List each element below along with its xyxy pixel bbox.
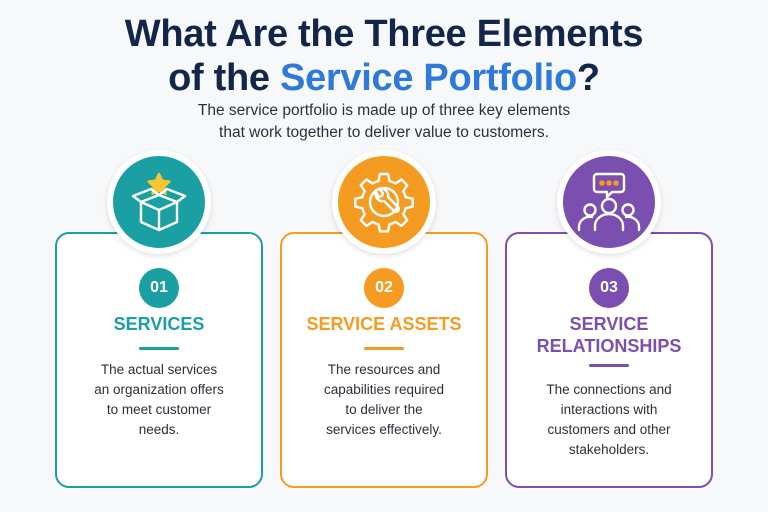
desc-line: The actual services bbox=[100, 362, 218, 377]
people-chat-icon bbox=[557, 150, 661, 254]
subtitle: The service portfolio is made up of thre… bbox=[0, 100, 768, 144]
card-heading-service-relationships: SERVICE RELATIONSHIPS bbox=[494, 313, 724, 357]
card-number-02: 02 bbox=[364, 268, 404, 308]
desc-line: to deliver the bbox=[345, 402, 423, 417]
card-heading-line-2: RELATIONSHIPS bbox=[536, 336, 682, 356]
desc-line: services effectively. bbox=[326, 422, 442, 437]
card-heading-services: SERVICES bbox=[44, 313, 274, 335]
title-line-2: of the Service Portfolio? bbox=[0, 56, 768, 100]
desc-line: stakeholders. bbox=[568, 442, 650, 457]
card-number-01: 01 bbox=[139, 268, 179, 308]
desc-line: an organization offers bbox=[94, 382, 224, 397]
card-divider bbox=[364, 347, 404, 350]
card-divider bbox=[589, 364, 629, 367]
title-line-1: What Are the Three Elements bbox=[124, 13, 644, 55]
gear-wrench-icon bbox=[332, 150, 436, 254]
title-accent: Service Portfolio bbox=[280, 57, 577, 99]
card-description-service-relationships: The connections and interactions with cu… bbox=[519, 380, 699, 460]
card-heading-line-1: SERVICE ASSETS bbox=[306, 314, 462, 334]
card-heading-line-1: SERVICES bbox=[113, 314, 205, 334]
open-box-star-icon bbox=[107, 150, 211, 254]
card-number-03: 03 bbox=[589, 268, 629, 308]
card-heading-line-1: SERVICE bbox=[569, 314, 649, 334]
card-description-services: The actual services an organization offe… bbox=[69, 360, 249, 440]
desc-line: customers and other bbox=[547, 422, 671, 437]
desc-line: The resources and bbox=[327, 362, 441, 377]
desc-line: needs. bbox=[138, 422, 180, 437]
desc-line: The connections and bbox=[546, 382, 672, 397]
desc-line: interactions with bbox=[560, 402, 658, 417]
page-title: What Are the Three Elements of the Servi… bbox=[0, 12, 768, 100]
card-divider bbox=[139, 347, 179, 350]
subtitle-line-1: The service portfolio is made up of thre… bbox=[197, 102, 571, 119]
subtitle-line-2: that work together to deliver value to c… bbox=[219, 124, 549, 141]
card-heading-service-assets: SERVICE ASSETS bbox=[269, 313, 499, 335]
card-description-service-assets: The resources and capabilities required … bbox=[294, 360, 474, 440]
title-line-2-suffix: ? bbox=[576, 57, 600, 99]
title-line-2-prefix: of the bbox=[168, 57, 281, 99]
desc-line: to meet customer bbox=[106, 402, 212, 417]
desc-line: capabilities required bbox=[323, 382, 445, 397]
